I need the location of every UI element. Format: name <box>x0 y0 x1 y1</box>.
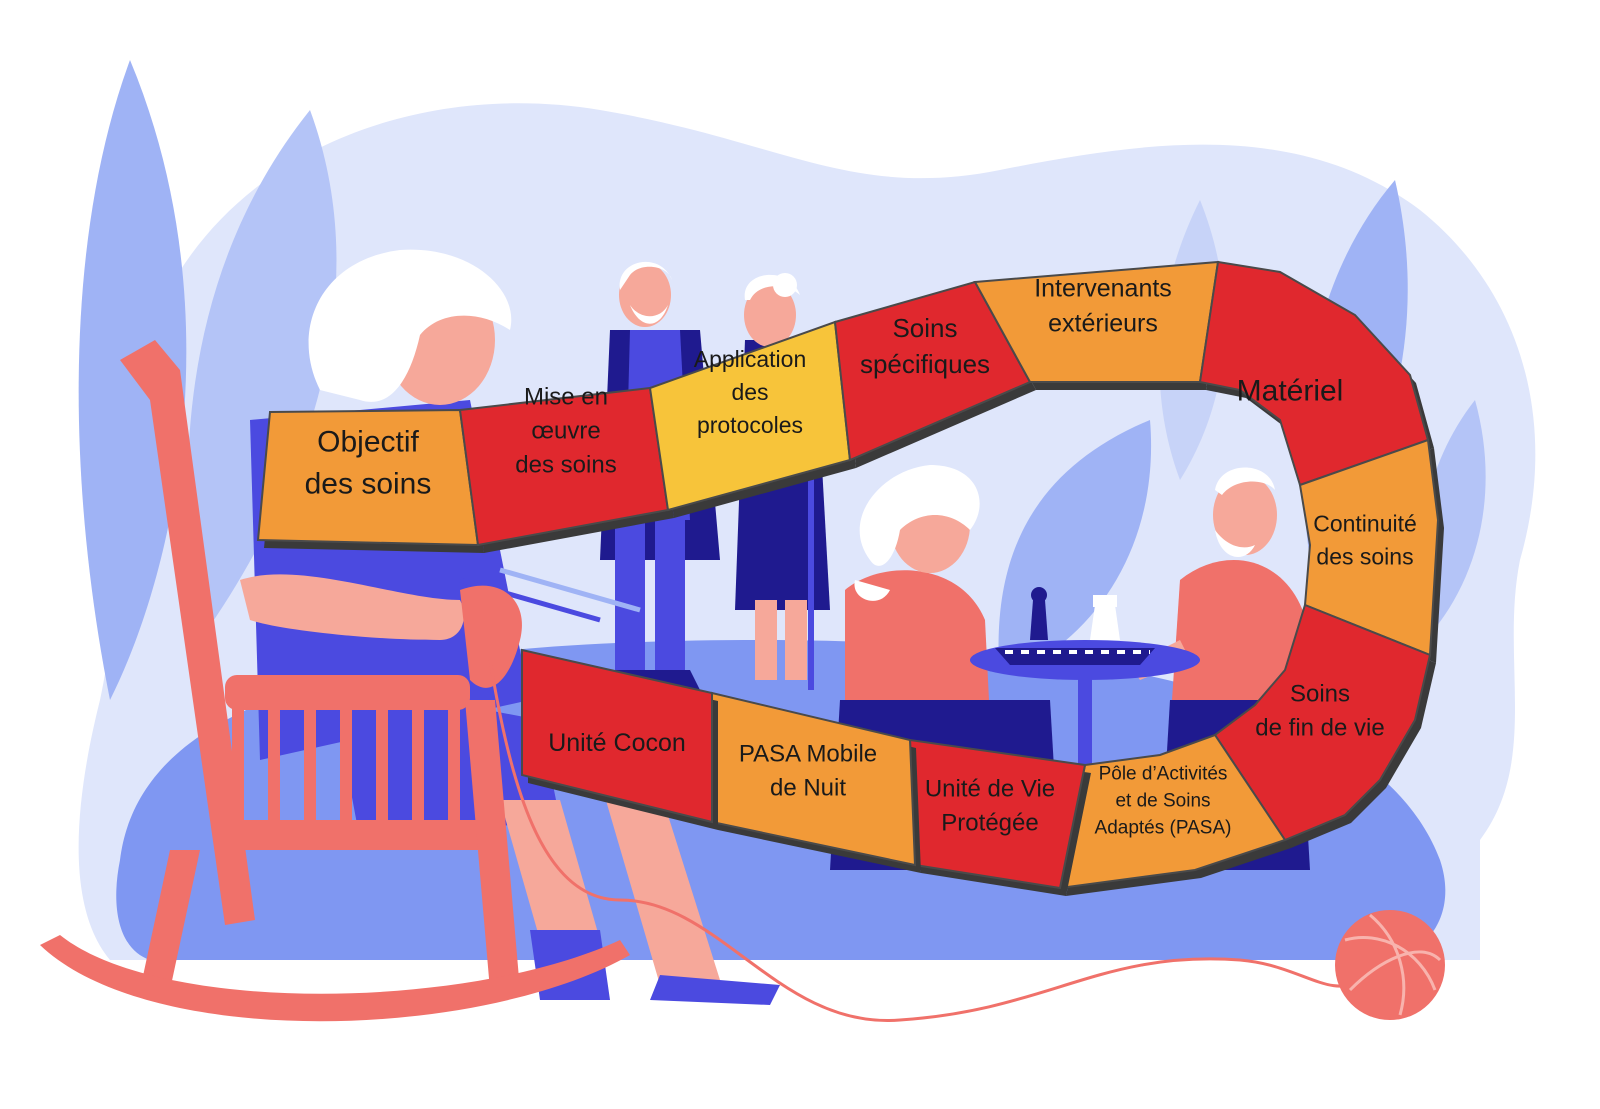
board-tile-label-line: des soins <box>1316 544 1413 570</box>
board-tile-shape <box>1213 603 1432 842</box>
board-tile-label: Mise en œuvre des soins <box>515 383 616 478</box>
board-tile-label: Soins spécifiques <box>860 313 990 379</box>
board-tile-label-line: Soins <box>892 313 957 343</box>
board-tile-label-line: Unité de Vie <box>925 775 1055 802</box>
board-tile-label: Application des protocoles <box>694 346 807 438</box>
board-tile-label-line: PASA Mobile <box>739 740 877 767</box>
board-tile-label-line: de fin de vie <box>1255 714 1384 741</box>
board-tile-label-line: Protégée <box>941 809 1038 836</box>
board-tile-label-line: des <box>731 379 768 405</box>
rocking-chair <box>40 340 630 1022</box>
leaf-left <box>78 60 187 700</box>
board-tile-label-line: Mise en <box>524 383 608 410</box>
board-tile-label-line: des soins <box>305 468 432 501</box>
board-tile-label: Intervenants extérieurs <box>1034 274 1172 337</box>
board-tile-label-line: Intervenants <box>1034 274 1172 302</box>
board-tile-label-line: œuvre <box>531 417 600 444</box>
board-tile-materiel: Matériel <box>1198 260 1434 493</box>
board-tile-intervenants: Intervenants extérieurs <box>973 260 1224 390</box>
board-tile-label-line: extérieurs <box>1048 309 1158 337</box>
board-tile-label-line: Application <box>694 346 807 372</box>
board-tile-label: Unité Cocon <box>548 729 686 757</box>
leaf-left-2 <box>187 110 337 640</box>
board-tile-shape <box>521 648 713 824</box>
board-tile-label-line: des soins <box>515 451 616 478</box>
board-tile-label-line: Objectif <box>317 426 419 459</box>
board-tile-label-line: de Nuit <box>770 774 846 801</box>
board-tile-label-line: Matériel <box>1237 375 1344 408</box>
board-tile-label-line: spécifiques <box>860 349 990 379</box>
board-tile-objectif: Objectif des soins <box>256 408 484 553</box>
board-tile-fin-de-vie: Soins de fin de vie <box>1213 603 1436 848</box>
yarn-thread <box>488 659 1361 1022</box>
yarn-ball <box>1335 910 1445 1020</box>
board-tile-label-line: Adaptés (PASA) <box>1095 818 1232 839</box>
board-tile-mise-en-oeuvre: Mise en œuvre des soins <box>458 383 674 553</box>
board-tile-label: Soins de fin de vie <box>1255 680 1384 741</box>
game-board-path: Objectif des soins Mise en œuvre des soins Ap… <box>256 260 1444 896</box>
board-tile-label: PASA Mobile de Nuit <box>739 740 877 801</box>
board-tile-cocon: Unité Cocon <box>521 648 718 830</box>
board-tile-label-line: Unité Cocon <box>548 729 686 757</box>
board-tile-soins-specifiques: Soins spécifiques <box>833 280 1036 468</box>
board-tile-label-line: Soins <box>1290 680 1350 707</box>
board-tile-label-line: et de Soins <box>1115 791 1210 812</box>
board-tile-label-line: protocoles <box>697 412 803 438</box>
board-tile-pasa-nuit: PASA Mobile de Nuit <box>711 691 921 873</box>
board-tile-label: Matériel <box>1237 375 1344 408</box>
board-tile-label: Continuité des soins <box>1313 511 1417 570</box>
board-tile-application: Application des protocoles <box>648 320 856 518</box>
board-tile-label-line: Pôle d’Activités <box>1099 764 1228 785</box>
board-tile-label: Objectif des soins <box>305 426 432 501</box>
board-tile-continuite: Continuité des soins <box>1298 438 1444 663</box>
board-tile-label-line: Continuité <box>1313 511 1417 537</box>
